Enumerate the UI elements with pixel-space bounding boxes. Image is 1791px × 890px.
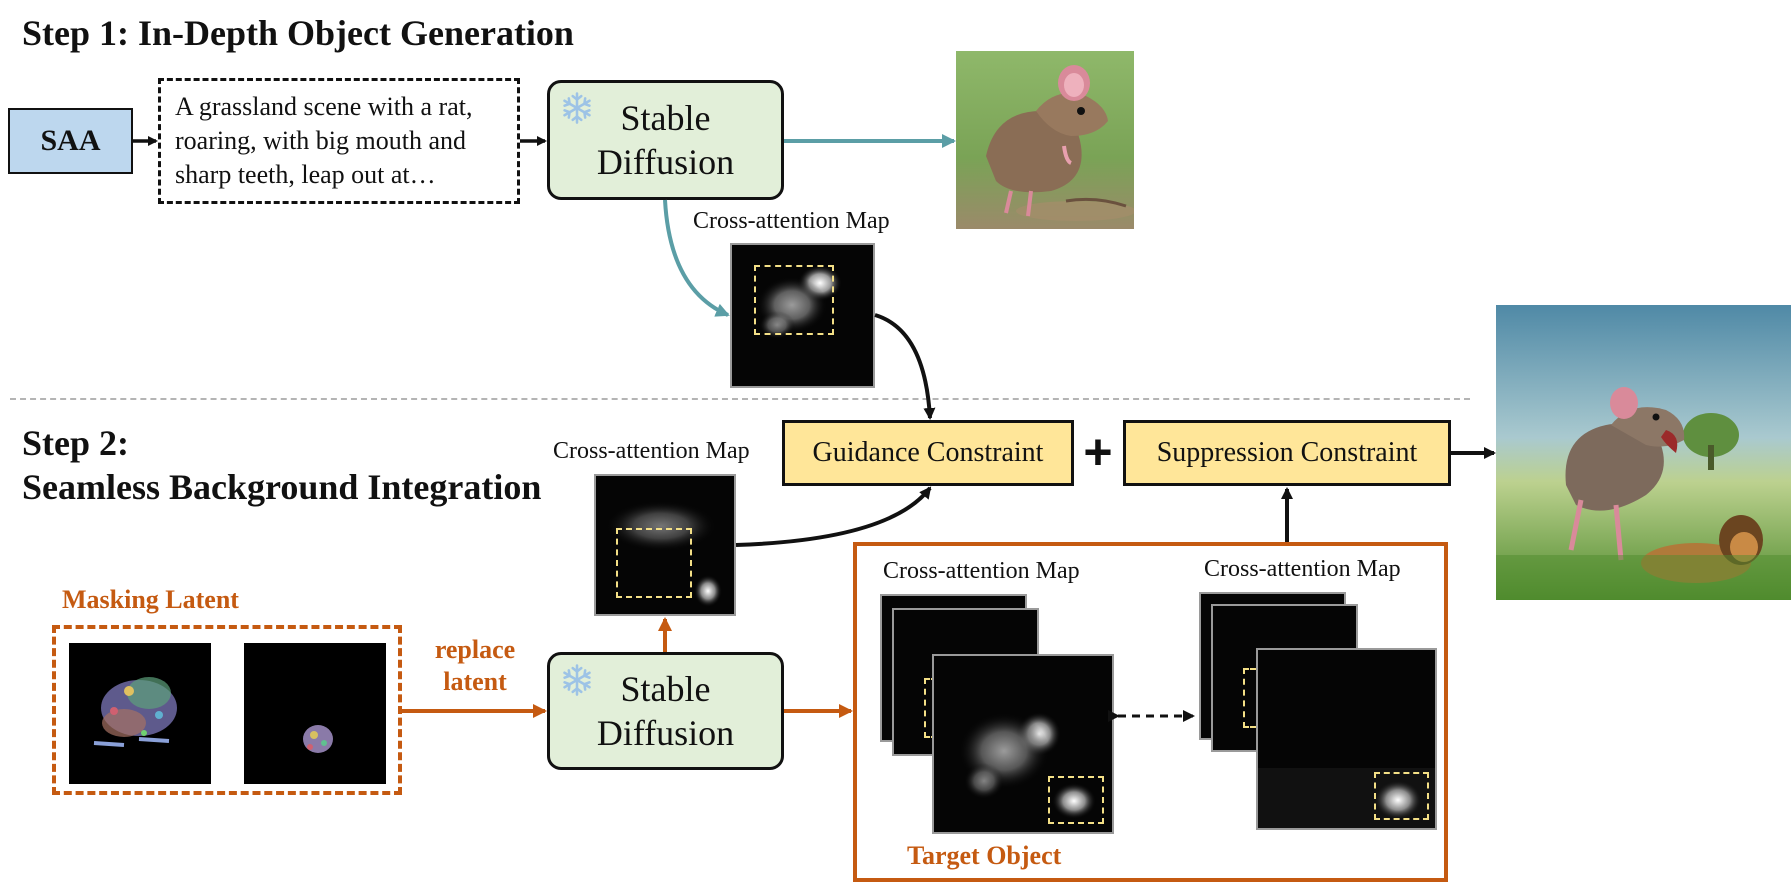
attention-map-stack-left-front: [932, 654, 1114, 834]
saa-label: SAA: [40, 124, 101, 157]
stable-diffusion-line2: Diffusion: [596, 713, 735, 753]
snowflake-icon: [563, 664, 591, 696]
arrow-sd-to-attention-map: [663, 199, 730, 317]
replace-line2: latent: [443, 667, 507, 696]
cross-attention-map-top: [730, 243, 875, 388]
stable-diffusion-box-step1: Stable Diffusion: [547, 80, 784, 200]
step-divider: [10, 398, 1470, 400]
replace-latent-label: replace latent: [420, 634, 530, 698]
step2-title-line2: Seamless Background Integration: [22, 467, 542, 507]
final-output-image: [1496, 305, 1791, 600]
target-object-panel: Cross-attention Map Cross-attention Map: [853, 542, 1448, 882]
highlight-box: [616, 528, 692, 598]
target-object-label: Target Object: [907, 841, 1062, 870]
masked-latent-2: [244, 643, 386, 784]
highlight-box: [754, 265, 834, 335]
stable-diffusion-box-step2: Stable Diffusion: [547, 652, 784, 770]
suppression-constraint-box: Suppression Constraint: [1123, 420, 1451, 486]
stable-diffusion-line1: Stable: [620, 98, 711, 138]
generated-rat-image: [956, 51, 1134, 229]
highlight-box: [1048, 776, 1104, 824]
prompt-line: A grassland scene with a rat,: [175, 92, 473, 121]
step2-title-line1: Step 2:: [22, 423, 129, 463]
cross-attention-map-step2: [594, 474, 736, 616]
cross-attention-label-left-stack: Cross-attention Map: [883, 558, 1080, 584]
prompt-line: roaring, with big mouth and: [175, 126, 467, 155]
prompt-box: A grassland scene with a rat, roaring, w…: [158, 78, 520, 204]
guidance-constraint-label: Guidance Constraint: [812, 437, 1044, 468]
plus-sign: +: [1083, 424, 1113, 480]
cross-attention-label-step2: Cross-attention Map: [553, 438, 750, 464]
masked-latent-1: [69, 643, 211, 784]
stable-diffusion-line2: Diffusion: [596, 142, 735, 182]
cross-attention-label-top: Cross-attention Map: [693, 208, 890, 234]
snowflake-icon: [563, 92, 591, 124]
stable-diffusion-line1: Stable: [620, 669, 711, 709]
saa-box: SAA: [8, 108, 133, 174]
suppression-constraint-label: Suppression Constraint: [1156, 437, 1418, 468]
highlight-box: [1374, 772, 1429, 820]
masking-latent-box: [52, 625, 402, 795]
step1-title: Step 1: In-Depth Object Generation: [22, 13, 574, 53]
guidance-constraint-box: Guidance Constraint: [782, 420, 1074, 486]
arrow-attention-to-guidance: [874, 313, 936, 420]
prompt-line: sharp teeth, leap out at…: [175, 160, 436, 189]
cross-attention-label-right-stack: Cross-attention Map: [1204, 556, 1401, 582]
masking-latent-label: Masking Latent: [62, 585, 239, 614]
replace-line1: replace: [434, 635, 516, 664]
attention-map-stack-right-front: [1256, 648, 1437, 830]
arrow-step2-map-to-guidance: [735, 486, 932, 547]
